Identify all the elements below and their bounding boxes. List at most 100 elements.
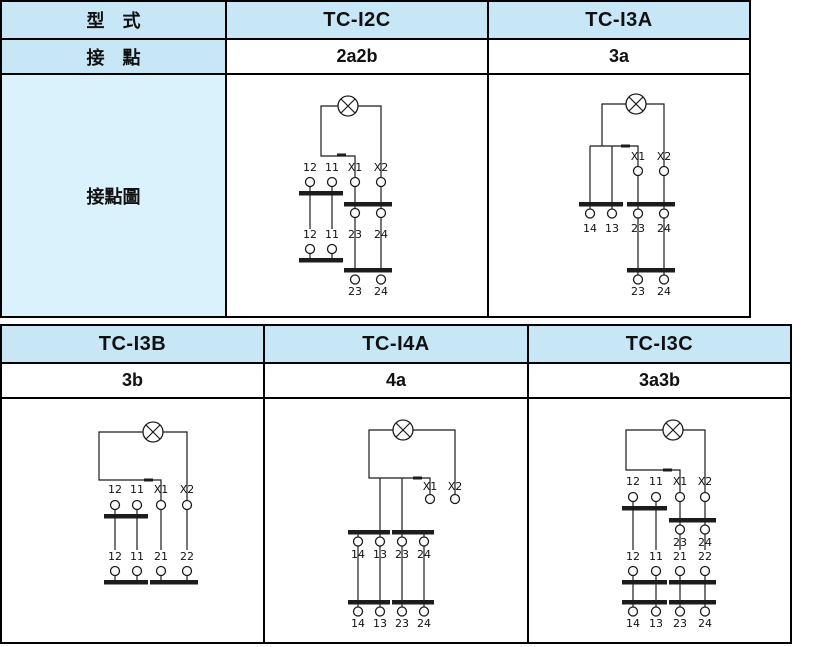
lamp-icon — [142, 421, 164, 443]
terminal-label: 21 — [673, 550, 687, 563]
terminal-label: 14 — [626, 617, 640, 630]
terminal-label: 24 — [657, 222, 671, 235]
terminal-labels: 12 11 X1 X2 12 11 23 24 23 24 — [303, 161, 388, 298]
terminal-label: 24 — [374, 285, 388, 298]
terminal-label: 24 — [374, 228, 388, 241]
terminal-label: 11 — [325, 161, 339, 174]
terminal-label: 24 — [698, 536, 712, 549]
terminal-label: X1 — [673, 475, 688, 488]
model-row: TC-I3B TC-I4A TC-I3C — [0, 324, 792, 364]
terminal-label: 13 — [373, 617, 387, 630]
contact-diagram-tc-i4a: X1 X2 14 13 23 24 14 13 23 24 — [348, 419, 462, 630]
terminal-label: X2 — [448, 480, 463, 493]
contact-bars — [579, 202, 675, 273]
contact-config-tc-i2c: 2a2b — [225, 38, 489, 75]
terminal-label: 14 — [583, 222, 597, 235]
terminal-label: 24 — [698, 617, 712, 630]
lamp-icon — [625, 93, 647, 115]
terminal-label: 11 — [649, 475, 663, 488]
terminal-label: X1 — [423, 480, 438, 493]
terminal-label: X2 — [698, 475, 713, 488]
terminal-label: 13 — [373, 548, 387, 561]
terminal-label: 23 — [348, 285, 362, 298]
lamp-icon — [337, 95, 359, 117]
model-name-tc-i3a: TC-I3A — [487, 0, 751, 40]
terminals — [584, 165, 670, 285]
terminal-label: 11 — [649, 550, 663, 563]
terminal-label: 23 — [631, 285, 645, 298]
diagram-row: 接點圖 — [0, 73, 751, 318]
diagram-row-header: 接點圖 — [0, 73, 227, 318]
terminal-label: 23 — [348, 228, 362, 241]
terminal-label: 12 — [303, 228, 317, 241]
contact-bars — [104, 514, 198, 585]
spec-table-bottom: TC-I3B TC-I4A TC-I3C 3b 4a 3a3b — [0, 324, 792, 644]
terminal-label: 12 — [626, 475, 640, 488]
contact-row-header: 接 點 — [0, 38, 227, 75]
terminal-label: X1 — [348, 161, 363, 174]
terminal-labels: 12 11 X1 X2 12 11 21 22 — [108, 483, 194, 563]
terminal-label: 13 — [649, 617, 663, 630]
model-row-header: 型 式 — [0, 0, 227, 40]
contact-diagram-tc-i3b: 12 11 X1 X2 12 11 21 22 — [98, 421, 198, 585]
terminal-label: 22 — [698, 550, 712, 563]
diagram-cell-tc-i2c: 12 11 X1 X2 12 11 23 24 23 24 — [225, 73, 489, 318]
wiring — [589, 103, 665, 275]
model-row: 型 式 TC-I2C TC-I3A — [0, 0, 751, 40]
terminal-labels: 12 11 X1 X2 23 24 12 11 21 22 14 13 23 2… — [626, 475, 712, 630]
diagram-cell-tc-i3b: 12 11 X1 X2 12 11 21 22 — [0, 397, 265, 644]
terminal-label: 22 — [180, 550, 194, 563]
terminal-label: X2 — [180, 483, 195, 496]
terminal-label: 12 — [108, 550, 122, 563]
model-name-tc-i4a: TC-I4A — [263, 324, 529, 364]
terminal-label: 23 — [395, 617, 409, 630]
wiring — [309, 105, 382, 268]
terminals — [109, 499, 193, 577]
contact-row: 3b 4a 3a3b — [0, 362, 792, 399]
terminal-label: 24 — [657, 285, 671, 298]
contact-row: 接 點 2a2b 3a — [0, 38, 751, 75]
terminal-label: 23 — [673, 617, 687, 630]
terminal-label: 14 — [351, 617, 365, 630]
contact-config-tc-i4a: 4a — [263, 362, 529, 399]
diagram-cell-tc-i4a: X1 X2 14 13 23 24 14 13 23 24 — [263, 397, 529, 644]
model-name-tc-i2c: TC-I2C — [225, 0, 489, 40]
terminal-label: 11 — [130, 550, 144, 563]
terminal-label: X1 — [154, 483, 169, 496]
contact-bars — [348, 530, 434, 605]
contact-config-tc-i3c: 3a3b — [527, 362, 792, 399]
wiring — [357, 429, 456, 607]
model-name-tc-i3b: TC-I3B — [0, 324, 265, 364]
wiring — [625, 429, 706, 607]
model-name-tc-i3c: TC-I3C — [527, 324, 792, 364]
terminal-label: 12 — [108, 483, 122, 496]
diagram-cell-tc-i3c: 12 11 X1 X2 23 24 12 11 21 22 14 13 23 2… — [527, 397, 792, 644]
terminal-label: 23 — [673, 536, 687, 549]
terminal-label: 24 — [417, 548, 431, 561]
terminal-label: 12 — [626, 550, 640, 563]
terminal-labels: X1 X2 14 13 23 24 14 13 23 24 — [351, 480, 462, 630]
terminal-label: 14 — [351, 548, 365, 561]
terminals — [627, 491, 711, 617]
terminal-label: 12 — [303, 161, 317, 174]
contact-bars — [622, 506, 716, 605]
terminals — [352, 493, 461, 617]
contact-diagram-tc-i2c: 12 11 X1 X2 12 11 23 24 23 24 — [299, 95, 392, 298]
terminal-label: 23 — [631, 222, 645, 235]
terminals — [304, 176, 387, 285]
spec-table-top: 型 式 TC-I2C TC-I3A 接 點 2a2b 3a 接點圖 — [0, 0, 751, 318]
lamp-icon — [392, 419, 414, 441]
contact-diagram-tc-i3c: 12 11 X1 X2 23 24 12 11 21 22 14 13 23 2… — [622, 419, 716, 630]
terminal-label: 24 — [417, 617, 431, 630]
contact-config-tc-i3a: 3a — [487, 38, 751, 75]
terminal-label: 11 — [325, 228, 339, 241]
terminal-label: 21 — [154, 550, 168, 563]
terminal-label: 11 — [130, 483, 144, 496]
lamp-icon — [662, 419, 684, 441]
contact-config-tc-i3b: 3b — [0, 362, 265, 399]
wiring — [98, 431, 188, 580]
terminal-label: X1 — [631, 150, 646, 163]
contact-bars — [299, 191, 392, 273]
terminal-label: 13 — [605, 222, 619, 235]
